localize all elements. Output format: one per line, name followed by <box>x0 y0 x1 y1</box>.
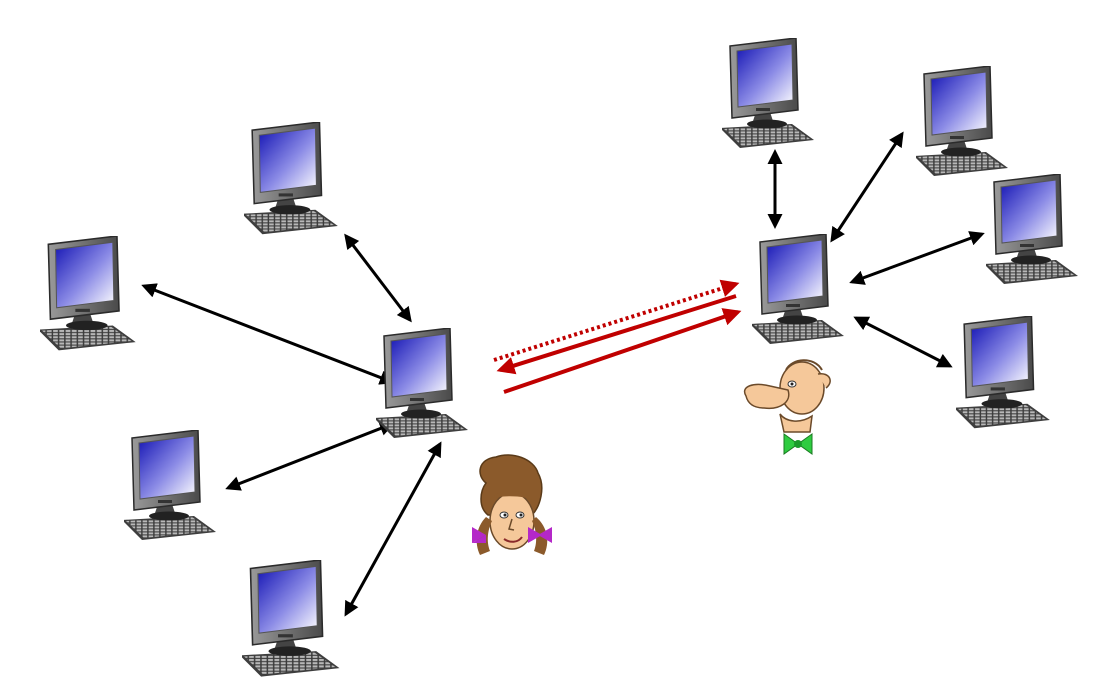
left-peer-bottom-computer-icon <box>242 560 341 678</box>
connection-left-peer-top-to-left-hub-computer <box>344 233 412 323</box>
connection-right-peer-middle-right-to-right-hub-computer <box>849 231 985 285</box>
message-arrow-solid-2 <box>496 294 737 375</box>
connection-left-peer-bottom-to-left-hub-computer <box>344 441 442 617</box>
girl-face-icon <box>472 454 552 555</box>
message-arrow-solid-3 <box>503 308 742 394</box>
right-peer-lower-right-computer-icon <box>956 316 1051 429</box>
left-peer-upper-left-computer-icon <box>40 236 137 352</box>
connections-layer <box>141 131 985 617</box>
right-hub-computer-icon <box>752 234 845 345</box>
right-peer-top-computer-icon <box>722 38 815 149</box>
left-peer-top-computer-icon <box>244 122 339 235</box>
people-layer <box>472 359 831 555</box>
connection-left-peer-lower-left-to-left-hub-computer <box>225 421 395 491</box>
left-hub-computer-icon <box>376 328 469 439</box>
message-arrow-dotted-1 <box>493 279 740 362</box>
messages-layer <box>493 279 742 394</box>
connection-left-peer-upper-left-to-left-hub-computer <box>141 283 395 385</box>
computers-layer <box>40 38 1079 678</box>
connection-right-peer-upper-right-to-right-hub-computer <box>830 131 904 243</box>
right-peer-middle-right-computer-icon <box>986 174 1079 285</box>
connection-right-peer-lower-right-to-right-hub-computer <box>853 316 953 368</box>
right-peer-upper-right-computer-icon <box>916 66 1009 177</box>
left-peer-lower-left-computer-icon <box>124 430 217 541</box>
man-face-icon <box>743 359 831 455</box>
